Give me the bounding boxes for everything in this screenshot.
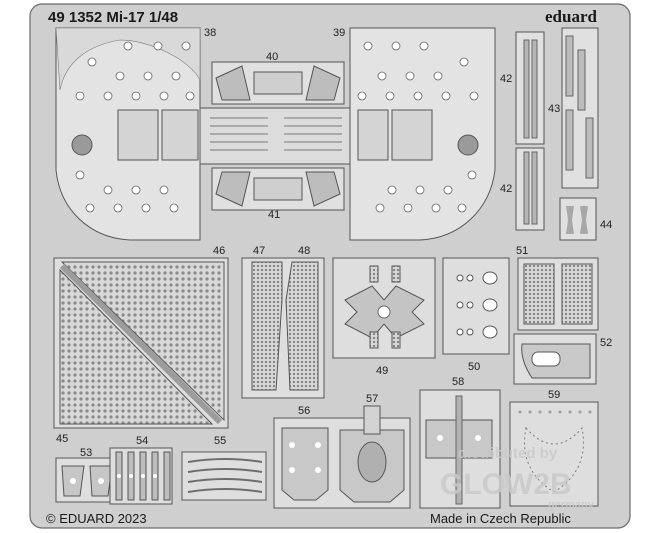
part-50-pins: 50 xyxy=(442,257,510,373)
svg-text:55: 55 xyxy=(214,435,226,447)
part-41-hinge: 41 xyxy=(211,167,345,221)
svg-text:42: 42 xyxy=(500,183,512,195)
part-39-door: 39 xyxy=(333,27,496,241)
svg-text:41: 41 xyxy=(268,209,280,221)
svg-text:germany: germany xyxy=(548,499,595,511)
part-55-strips: 55 xyxy=(181,435,267,501)
part-58-plate: 58 xyxy=(419,376,501,509)
center-strip xyxy=(199,107,351,165)
svg-text:57: 57 xyxy=(366,393,378,405)
part-40-hinge: 40 xyxy=(211,51,345,105)
part-45-46-mesh-triangle: 46 45 xyxy=(53,245,229,445)
part-44-clips: 44 xyxy=(559,197,612,241)
part-43-brackets: 43 xyxy=(548,27,599,189)
origin-text: Made in Czech Republic xyxy=(430,511,571,526)
svg-text:44: 44 xyxy=(600,219,612,231)
part-53-brackets: 53 xyxy=(55,447,117,503)
brand-logo: eduard xyxy=(545,7,598,26)
svg-text:49: 49 xyxy=(376,365,388,377)
copyright-text: © EDUARD 2023 xyxy=(46,511,147,526)
svg-text:GLOW2B: GLOW2B xyxy=(440,468,572,501)
part-56-57-housings: 56 57 xyxy=(273,393,411,509)
svg-text:53: 53 xyxy=(80,447,92,459)
svg-text:45: 45 xyxy=(56,433,68,445)
svg-text:42: 42 xyxy=(500,73,512,85)
svg-text:58: 58 xyxy=(452,376,464,388)
part-47-48-mesh-panels: 47 48 xyxy=(241,245,325,399)
part-51-mesh-grilles: 51 xyxy=(516,245,599,331)
svg-text:50: 50 xyxy=(468,361,480,373)
part-54-straps: 54 xyxy=(109,435,173,505)
svg-text:distributed by: distributed by xyxy=(458,445,558,462)
svg-text:39: 39 xyxy=(333,27,345,39)
svg-text:48: 48 xyxy=(298,245,310,257)
svg-text:59: 59 xyxy=(548,389,560,401)
product-code: 49 1352 Mi-17 1/48 xyxy=(48,9,178,26)
part-38-door: 38 xyxy=(55,27,216,241)
svg-text:56: 56 xyxy=(298,405,310,417)
svg-text:52: 52 xyxy=(600,337,612,349)
svg-text:51: 51 xyxy=(516,245,528,257)
part-52-cover: 52 xyxy=(513,333,612,385)
distributor-watermark: distributed by GLOW2B germany xyxy=(440,445,595,511)
svg-text:43: 43 xyxy=(548,103,560,115)
svg-text:54: 54 xyxy=(136,435,148,447)
part-49-cross-frame: 49 xyxy=(332,257,436,377)
svg-text:46: 46 xyxy=(213,245,225,257)
svg-text:47: 47 xyxy=(253,245,265,257)
svg-text:38: 38 xyxy=(204,27,216,39)
part-59-panel: 59 xyxy=(509,389,599,507)
svg-text:40: 40 xyxy=(266,51,278,63)
part-42-rails: 42 42 xyxy=(500,31,545,231)
